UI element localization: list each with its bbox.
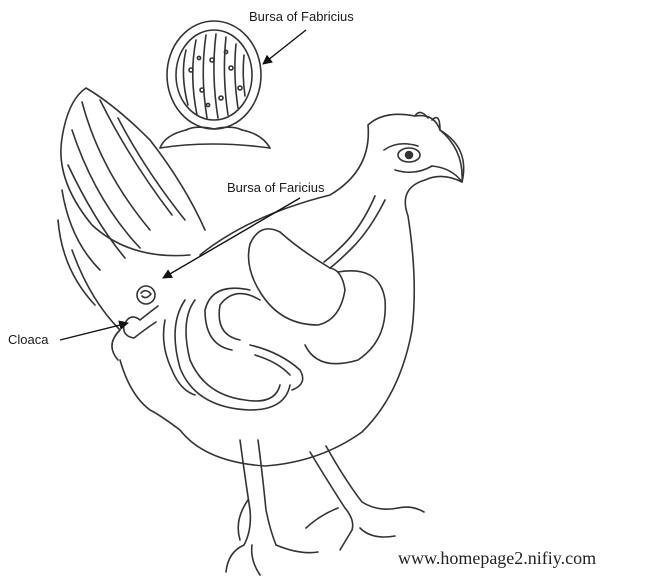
arrow-bursa-mid	[163, 198, 300, 278]
bursa-enlarged	[160, 21, 270, 148]
chicken-body	[120, 112, 464, 466]
arrow-bursa-top	[263, 30, 306, 64]
digestive-tract	[164, 196, 386, 410]
wing-feathers	[58, 88, 205, 360]
watermark-url: www.homepage2.nifiy.com	[398, 548, 596, 569]
label-bursa-of-faricius: Bursa of Faricius	[227, 180, 325, 195]
cloaca-region	[124, 286, 158, 338]
label-cloaca: Cloaca	[8, 332, 48, 347]
legs	[226, 440, 424, 575]
label-bursa-of-fabricius: Bursa of Fabricius	[249, 9, 354, 24]
